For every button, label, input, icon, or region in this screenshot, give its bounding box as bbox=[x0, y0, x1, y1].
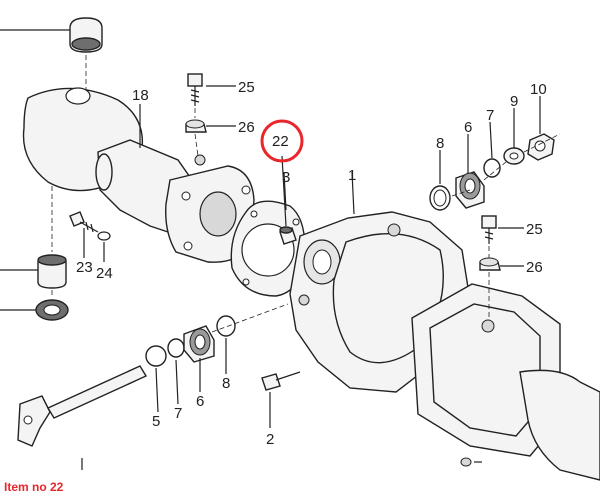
callout-7-bottom: 7 bbox=[174, 405, 182, 422]
callout-10: 10 bbox=[530, 81, 547, 98]
callout-3: 3 bbox=[282, 169, 290, 186]
part-right-housing bbox=[411, 283, 600, 481]
highlight-circle-22 bbox=[260, 119, 304, 163]
part-bolt-25-right bbox=[481, 215, 497, 244]
dash-right-chain-2 bbox=[483, 161, 507, 181]
part-bolt-25-top bbox=[187, 73, 203, 106]
dash-right-chain-3 bbox=[523, 133, 561, 153]
callout-8-right: 8 bbox=[436, 135, 444, 152]
dash-nut-flange bbox=[194, 133, 199, 157]
callout-7-right: 7 bbox=[486, 107, 494, 124]
callout-1: 1 bbox=[348, 167, 356, 184]
part-washer-24 bbox=[97, 231, 111, 241]
callout-26-right: 26 bbox=[526, 259, 543, 276]
callout-6-bottom: 6 bbox=[196, 393, 204, 410]
callout-9: 9 bbox=[510, 93, 518, 110]
part-bushing bbox=[37, 254, 67, 289]
item-number-label: Item no 22 bbox=[4, 480, 64, 494]
callout-8-bottom: 8 bbox=[222, 375, 230, 392]
callout-26-top: 26 bbox=[238, 119, 255, 136]
callout-25-right: 25 bbox=[526, 221, 543, 238]
part-nut-10 bbox=[527, 133, 555, 161]
part-ring-7-right bbox=[483, 158, 501, 178]
callout-2: 2 bbox=[266, 431, 274, 448]
callout-24: 24 bbox=[96, 265, 113, 282]
part-ring-8-bottom bbox=[216, 315, 236, 337]
part-ring-7-bottom bbox=[167, 338, 185, 358]
leader-lines bbox=[0, 29, 541, 470]
part-washer-9 bbox=[503, 147, 525, 165]
part-ring-5 bbox=[145, 345, 167, 367]
part-bolt-2 bbox=[261, 371, 301, 391]
part-nut-26-right bbox=[479, 257, 501, 271]
part-ring-8-right bbox=[429, 185, 451, 211]
part-cap-top bbox=[69, 17, 103, 53]
dash-right-chain-1 bbox=[451, 189, 471, 197]
part-seal bbox=[35, 299, 69, 321]
part-shaft bbox=[17, 365, 148, 447]
callout-23: 23 bbox=[76, 259, 93, 276]
callout-5: 5 bbox=[152, 413, 160, 430]
part-fastener-bottom-right bbox=[460, 457, 472, 467]
callout-25-top: 25 bbox=[238, 79, 255, 96]
part-screw-23 bbox=[69, 211, 99, 233]
part-bearing-6-bottom bbox=[183, 325, 215, 363]
dash-bottom-chain bbox=[211, 303, 289, 333]
part-nut-26-top bbox=[185, 119, 207, 133]
callout-18: 18 bbox=[132, 87, 149, 104]
part-plug-22 bbox=[279, 226, 297, 245]
callout-22: 22 bbox=[272, 133, 289, 150]
callout-6-right: 6 bbox=[464, 119, 472, 136]
